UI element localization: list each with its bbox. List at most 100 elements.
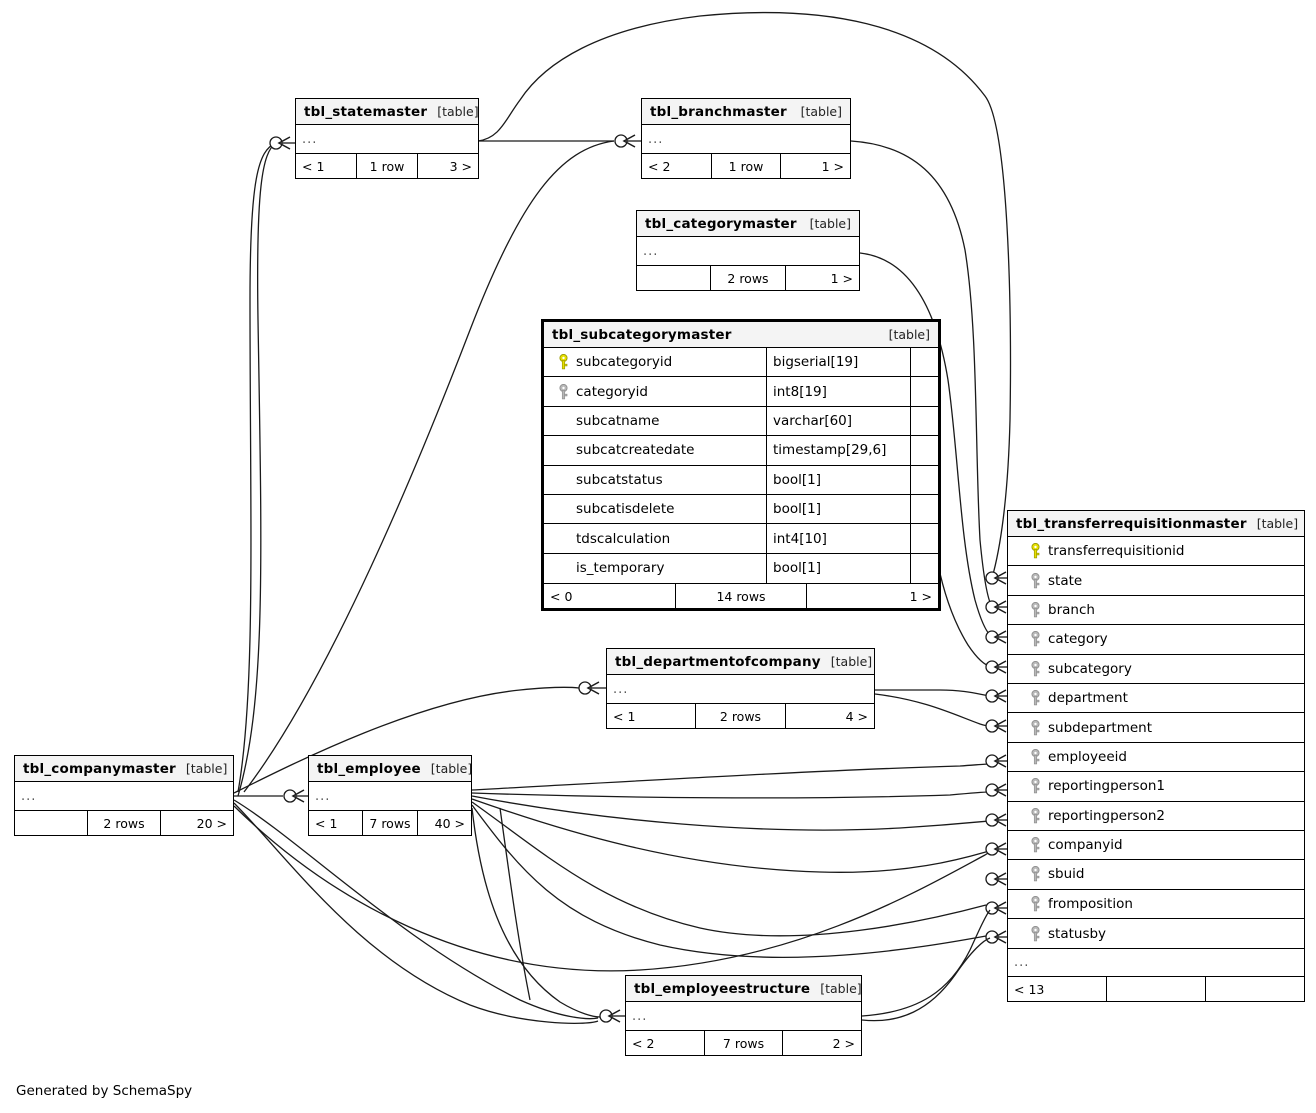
column-label: subcatcreatedate [576,442,695,459]
table-type-tag: [table] [830,654,873,669]
collapsed-columns-ellipsis: ... [21,788,37,804]
column-row[interactable]: categoryid int8[19] [544,377,938,407]
table-node-statemaster[interactable]: tbl_statemaster [table] ... < 1 1 row 3 … [295,98,479,179]
column-row[interactable]: employeeid [1008,743,1304,773]
table-node-companymaster[interactable]: tbl_companymaster [table] ... 2 rows 20 … [14,755,234,836]
column-label: reportingperson1 [1048,778,1165,795]
foreign-key-icon [1022,866,1048,882]
column-row[interactable]: subcategoryid bigserial[19] [544,348,938,378]
collapsed-columns-ellipsis: ... [643,243,659,259]
footer-children-count: 40 > [416,811,471,835]
table-title: tbl_transferrequisitionmaster [1016,515,1247,532]
column-name-cell: subcatisdelete [544,495,766,523]
column-name-cell: subcategoryid [544,348,766,376]
column-row[interactable]: subcatname varchar[60] [544,406,938,437]
table-footer: 2 rows 20 > [15,810,233,835]
column-name-cell: reportingperson1 [1008,772,1304,800]
column-row[interactable]: fromposition [1008,890,1304,920]
table-footer: 2 rows 1 > [637,265,859,290]
collapsed-columns-ellipsis: ... [613,681,629,697]
table-node-departmentofcompany[interactable]: tbl_departmentofcompany [table] ... < 1 … [606,648,875,729]
foreign-key-icon [550,383,576,400]
column-row[interactable]: state [1008,566,1304,596]
table-type-tag: [table] [809,216,851,231]
column-spare-cell [910,465,938,494]
column-row[interactable]: subcatcreatedate timestamp[29,6] [544,436,938,466]
table-node-employee[interactable]: tbl_employee [table] ... < 1 7 rows 40 > [308,755,472,836]
column-label: subcatstatus [576,471,663,488]
column-name-cell: state [1008,566,1304,594]
foreign-key-icon [1022,925,1048,942]
column-name-cell: tdscalculation [544,524,766,552]
column-row[interactable]: sbuid [1008,860,1304,890]
column-label: is_temporary [576,560,665,577]
table-type-tag: [table] [437,104,479,119]
column-row[interactable]: department [1008,684,1304,714]
table-footer: < 1 2 rows 4 > [607,703,874,728]
column-label: tdscalculation [576,530,671,547]
column-row[interactable]: companyid [1008,831,1304,861]
column-row[interactable]: subdepartment [1008,713,1304,743]
footer-children-count: 1 > [784,266,859,290]
table-node-transferrequisitionmaster[interactable]: tbl_transferrequisitionmaster [table] tr… [1007,510,1305,1003]
collapsed-columns-ellipsis: ... [648,131,664,147]
column-name-cell: subcatname [544,407,766,435]
collapsed-columns-ellipsis: ... [302,131,318,147]
table-node-categorymaster[interactable]: tbl_categorymaster [table] ... 2 rows 1 … [636,210,860,291]
table-title: tbl_branchmaster [650,103,787,120]
column-row[interactable]: is_temporary bool[1] [544,553,938,584]
primary-key-icon [1022,543,1048,559]
table-title: tbl_categorymaster [645,215,797,232]
column-row[interactable]: reportingperson1 [1008,772,1304,802]
table-node-branchmaster[interactable]: tbl_branchmaster [table] ... < 2 1 row 1… [641,98,851,179]
footer-children-count: 20 > [160,811,233,835]
footer-row-count: 7 rows [362,811,416,835]
column-row[interactable]: subcategory [1008,655,1304,684]
column-row[interactable]: subcatisdelete bool[1] [544,494,938,525]
table-footer: < 0 14 rows 1 > [544,583,938,609]
footer-row-count: 14 rows [674,584,807,609]
column-label: subcategory [1048,660,1132,677]
column-label: department [1048,690,1128,707]
column-name-cell: reportingperson2 [1008,802,1304,830]
column-name-cell: categoryid [544,377,766,405]
column-label: transferrequisitionid [1048,543,1185,560]
column-row[interactable]: tdscalculation int4[10] [544,524,938,554]
column-name-cell: employeeid [1008,743,1304,771]
table-title: tbl_employee [317,760,421,777]
footer-children-count: 1 > [780,154,850,178]
foreign-key-icon [1022,601,1048,618]
column-label: state [1048,572,1083,589]
column-label: employeeid [1048,748,1127,765]
column-row[interactable]: transferrequisitionid [1008,537,1304,567]
table-title: tbl_departmentofcompany [615,653,821,670]
table-node-employeestructure[interactable]: tbl_employeestructure [table] ... < 2 7 … [625,975,862,1056]
footer-row-count: 1 row [356,154,417,178]
table-type-tag: [table] [1256,516,1299,531]
footer-parents-count: < 1 [613,708,636,724]
column-row[interactable]: reportingperson2 [1008,802,1304,831]
foreign-key-icon [1022,572,1048,589]
footer-row-count: 7 rows [703,1031,783,1055]
column-row[interactable]: statusby [1008,919,1304,948]
column-row[interactable]: branch [1008,596,1304,626]
footer-children-count: 4 > [784,704,874,728]
footer-parents-count: < 2 [648,158,671,174]
column-label: branch [1048,601,1095,618]
footer-children-count [1205,977,1304,1002]
column-row[interactable]: subcatstatus bool[1] [544,465,938,495]
column-name-cell: department [1008,684,1304,712]
table-header: tbl_transferrequisitionmaster [table] [1008,511,1304,537]
table-title: tbl_subcategorymaster [552,326,732,343]
collapsed-columns-ellipsis: ... [632,1008,648,1024]
table-type-tag: [table] [800,104,842,119]
table-footer: < 1 7 rows 40 > [309,810,471,835]
column-type: timestamp[29,6] [766,436,910,465]
table-header: tbl_departmentofcompany [table] [607,649,874,675]
column-name-cell: statusby [1008,919,1304,948]
column-spare-cell [910,553,938,584]
foreign-key-icon [1022,748,1048,765]
column-type: int8[19] [766,377,910,406]
table-node-subcategorymaster[interactable]: tbl_subcategorymaster [table] subcategor… [541,319,941,612]
column-row[interactable]: category [1008,625,1304,655]
